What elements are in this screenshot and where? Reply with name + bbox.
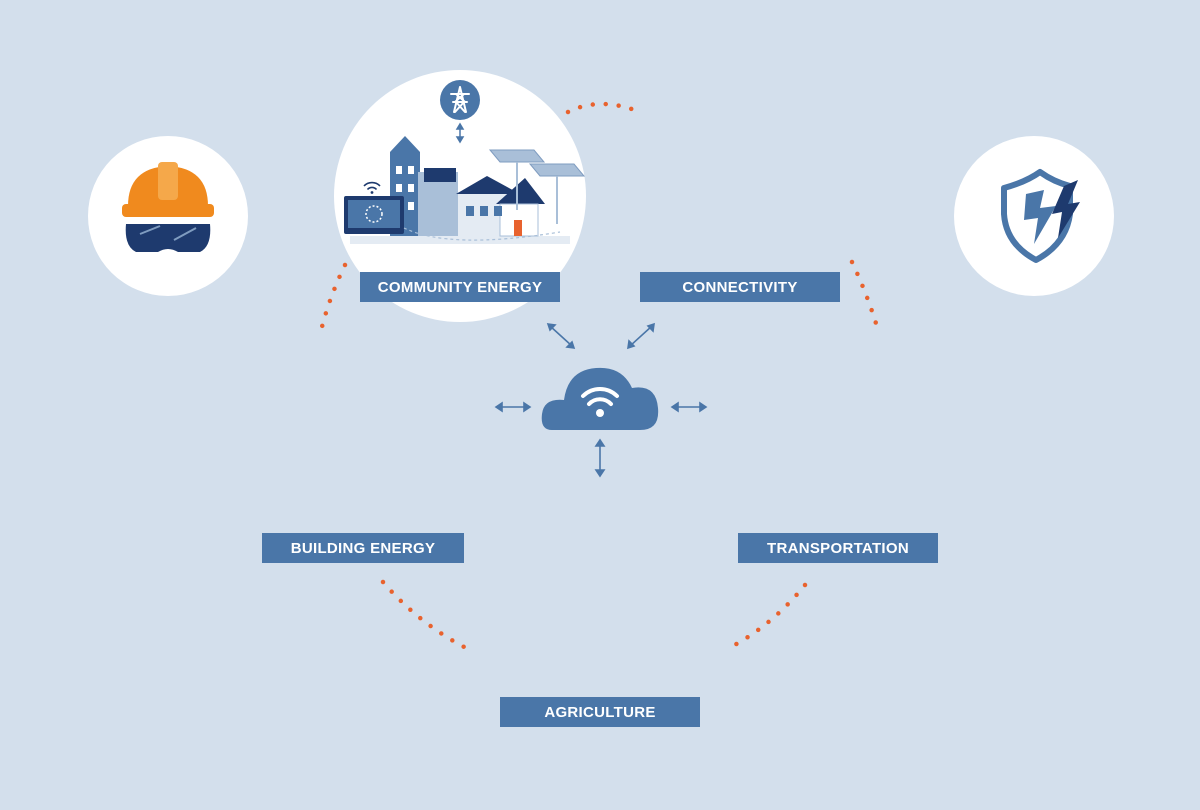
agriculture-label: AGRICULTURE xyxy=(500,697,700,727)
community-energy-circle xyxy=(334,70,586,322)
city-buildings xyxy=(390,136,545,237)
power-tower-icon xyxy=(439,79,481,121)
community-energy-label: COMMUNITY ENERGY xyxy=(360,272,560,302)
energy-monitor-screen xyxy=(344,181,404,234)
building-energy-label: BUILDING ENERGY xyxy=(262,533,464,563)
hub-arrows xyxy=(494,322,708,478)
hard-hat-circle xyxy=(88,136,248,296)
shield-lightning-icon xyxy=(1001,169,1080,263)
hard-hat-icon xyxy=(122,162,214,252)
dotted-connection-ring xyxy=(317,101,881,653)
cloud-wifi-icon xyxy=(541,367,659,430)
transportation-label: TRANSPORTATION xyxy=(738,533,938,563)
connectivity-label: CONNECTIVITY xyxy=(640,272,840,302)
shield-circle xyxy=(954,136,1114,296)
